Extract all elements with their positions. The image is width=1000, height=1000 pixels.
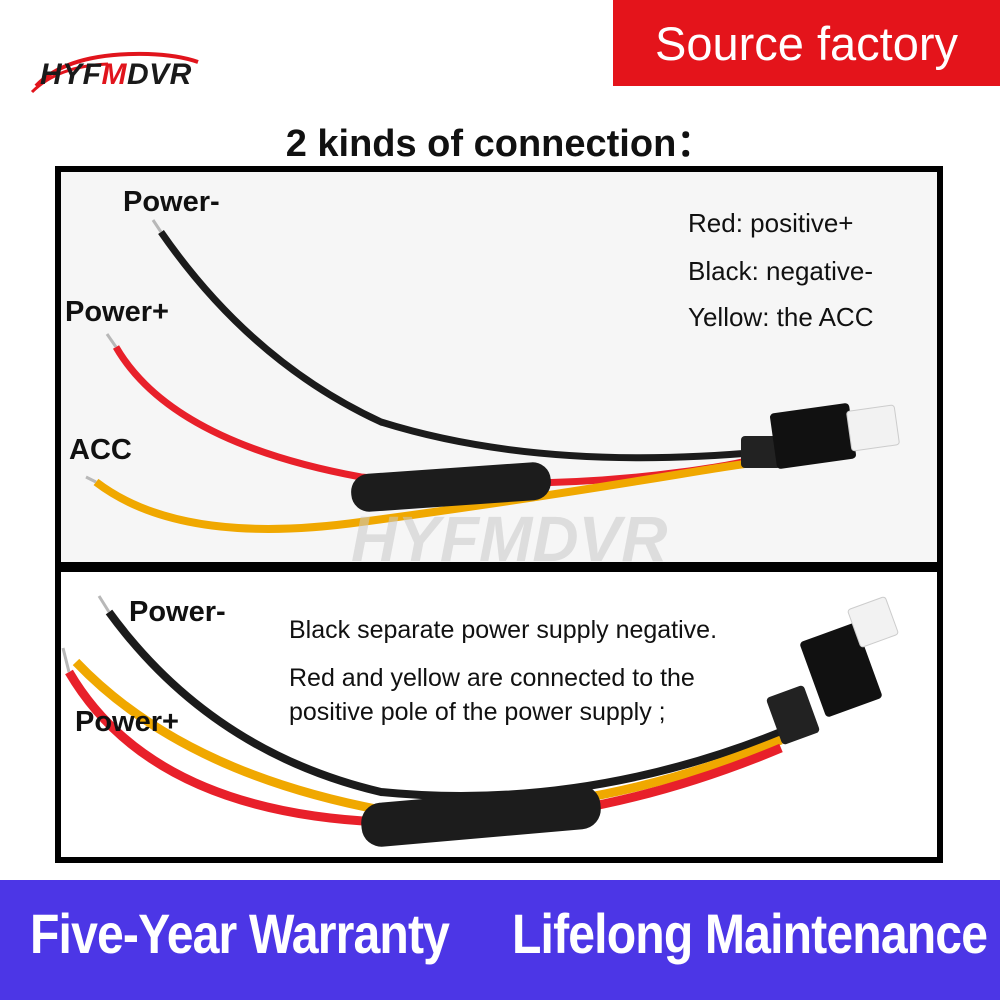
source-factory-banner: Source factory (613, 0, 1000, 86)
warranty-text: Five-Year Warranty (30, 902, 450, 965)
label-power-plus: Power+ (75, 706, 179, 738)
connector-strain-relief (766, 685, 820, 745)
label-acc: ACC (69, 434, 132, 466)
maintenance-text: Lifelong Maintenance (512, 902, 988, 965)
source-factory-text: Source factory (654, 16, 959, 70)
white-connector-tip (847, 596, 899, 648)
black-connector (770, 403, 856, 469)
page-heading: 2 kinds of connection： (285, 123, 715, 165)
red-wire (112, 345, 763, 487)
note-red-yellow-1: Red and yellow are connected to the (289, 664, 695, 692)
logo-swoosh-lower (30, 62, 109, 94)
logo-accent: M (101, 58, 127, 91)
inline-fuse-holder (361, 785, 601, 847)
yellow-wire (93, 458, 762, 533)
brand-watermark: HYFMDVR (351, 503, 668, 568)
logo-prefix: HYF (40, 58, 102, 91)
warranty-banner (0, 880, 1000, 1000)
wire-tip-black (97, 595, 111, 613)
legend-black: Black: negative- (688, 256, 873, 286)
brand-logo-text: HYFMDVR (40, 58, 192, 92)
connection-panel-1: HYFMDVR Power- Power+ ACC Red: positive+… (55, 166, 943, 568)
legend-yellow: Yellow: the ACC (688, 302, 874, 332)
wire-tip-red (105, 333, 118, 348)
cable-photo-2 (61, 595, 899, 847)
brand-logo (30, 51, 199, 94)
connection-panel-2: Power- Power+ Black separate power suppl… (55, 566, 943, 863)
wire-tip-black (151, 219, 163, 233)
label-power-plus: Power+ (65, 296, 169, 328)
label-power-minus: Power- (129, 596, 226, 628)
note-red-yellow-2: positive pole of the power supply ; (289, 698, 666, 726)
label-power-minus: Power- (123, 186, 220, 218)
logo-suffix: DVR (127, 58, 192, 91)
connector-strain-relief (741, 436, 781, 468)
inline-fuse-holder (351, 462, 551, 512)
black-wire (158, 230, 762, 462)
wire-tip-yellow (85, 475, 97, 484)
cable-photo-1 (85, 219, 900, 533)
logo-swoosh (34, 51, 199, 88)
white-connector-tip (846, 404, 900, 452)
legend-red: Red: positive+ (688, 208, 854, 238)
wire-tip-red (61, 647, 71, 673)
note-black: Black separate power supply negative. (289, 616, 718, 644)
black-wire (105, 609, 783, 800)
